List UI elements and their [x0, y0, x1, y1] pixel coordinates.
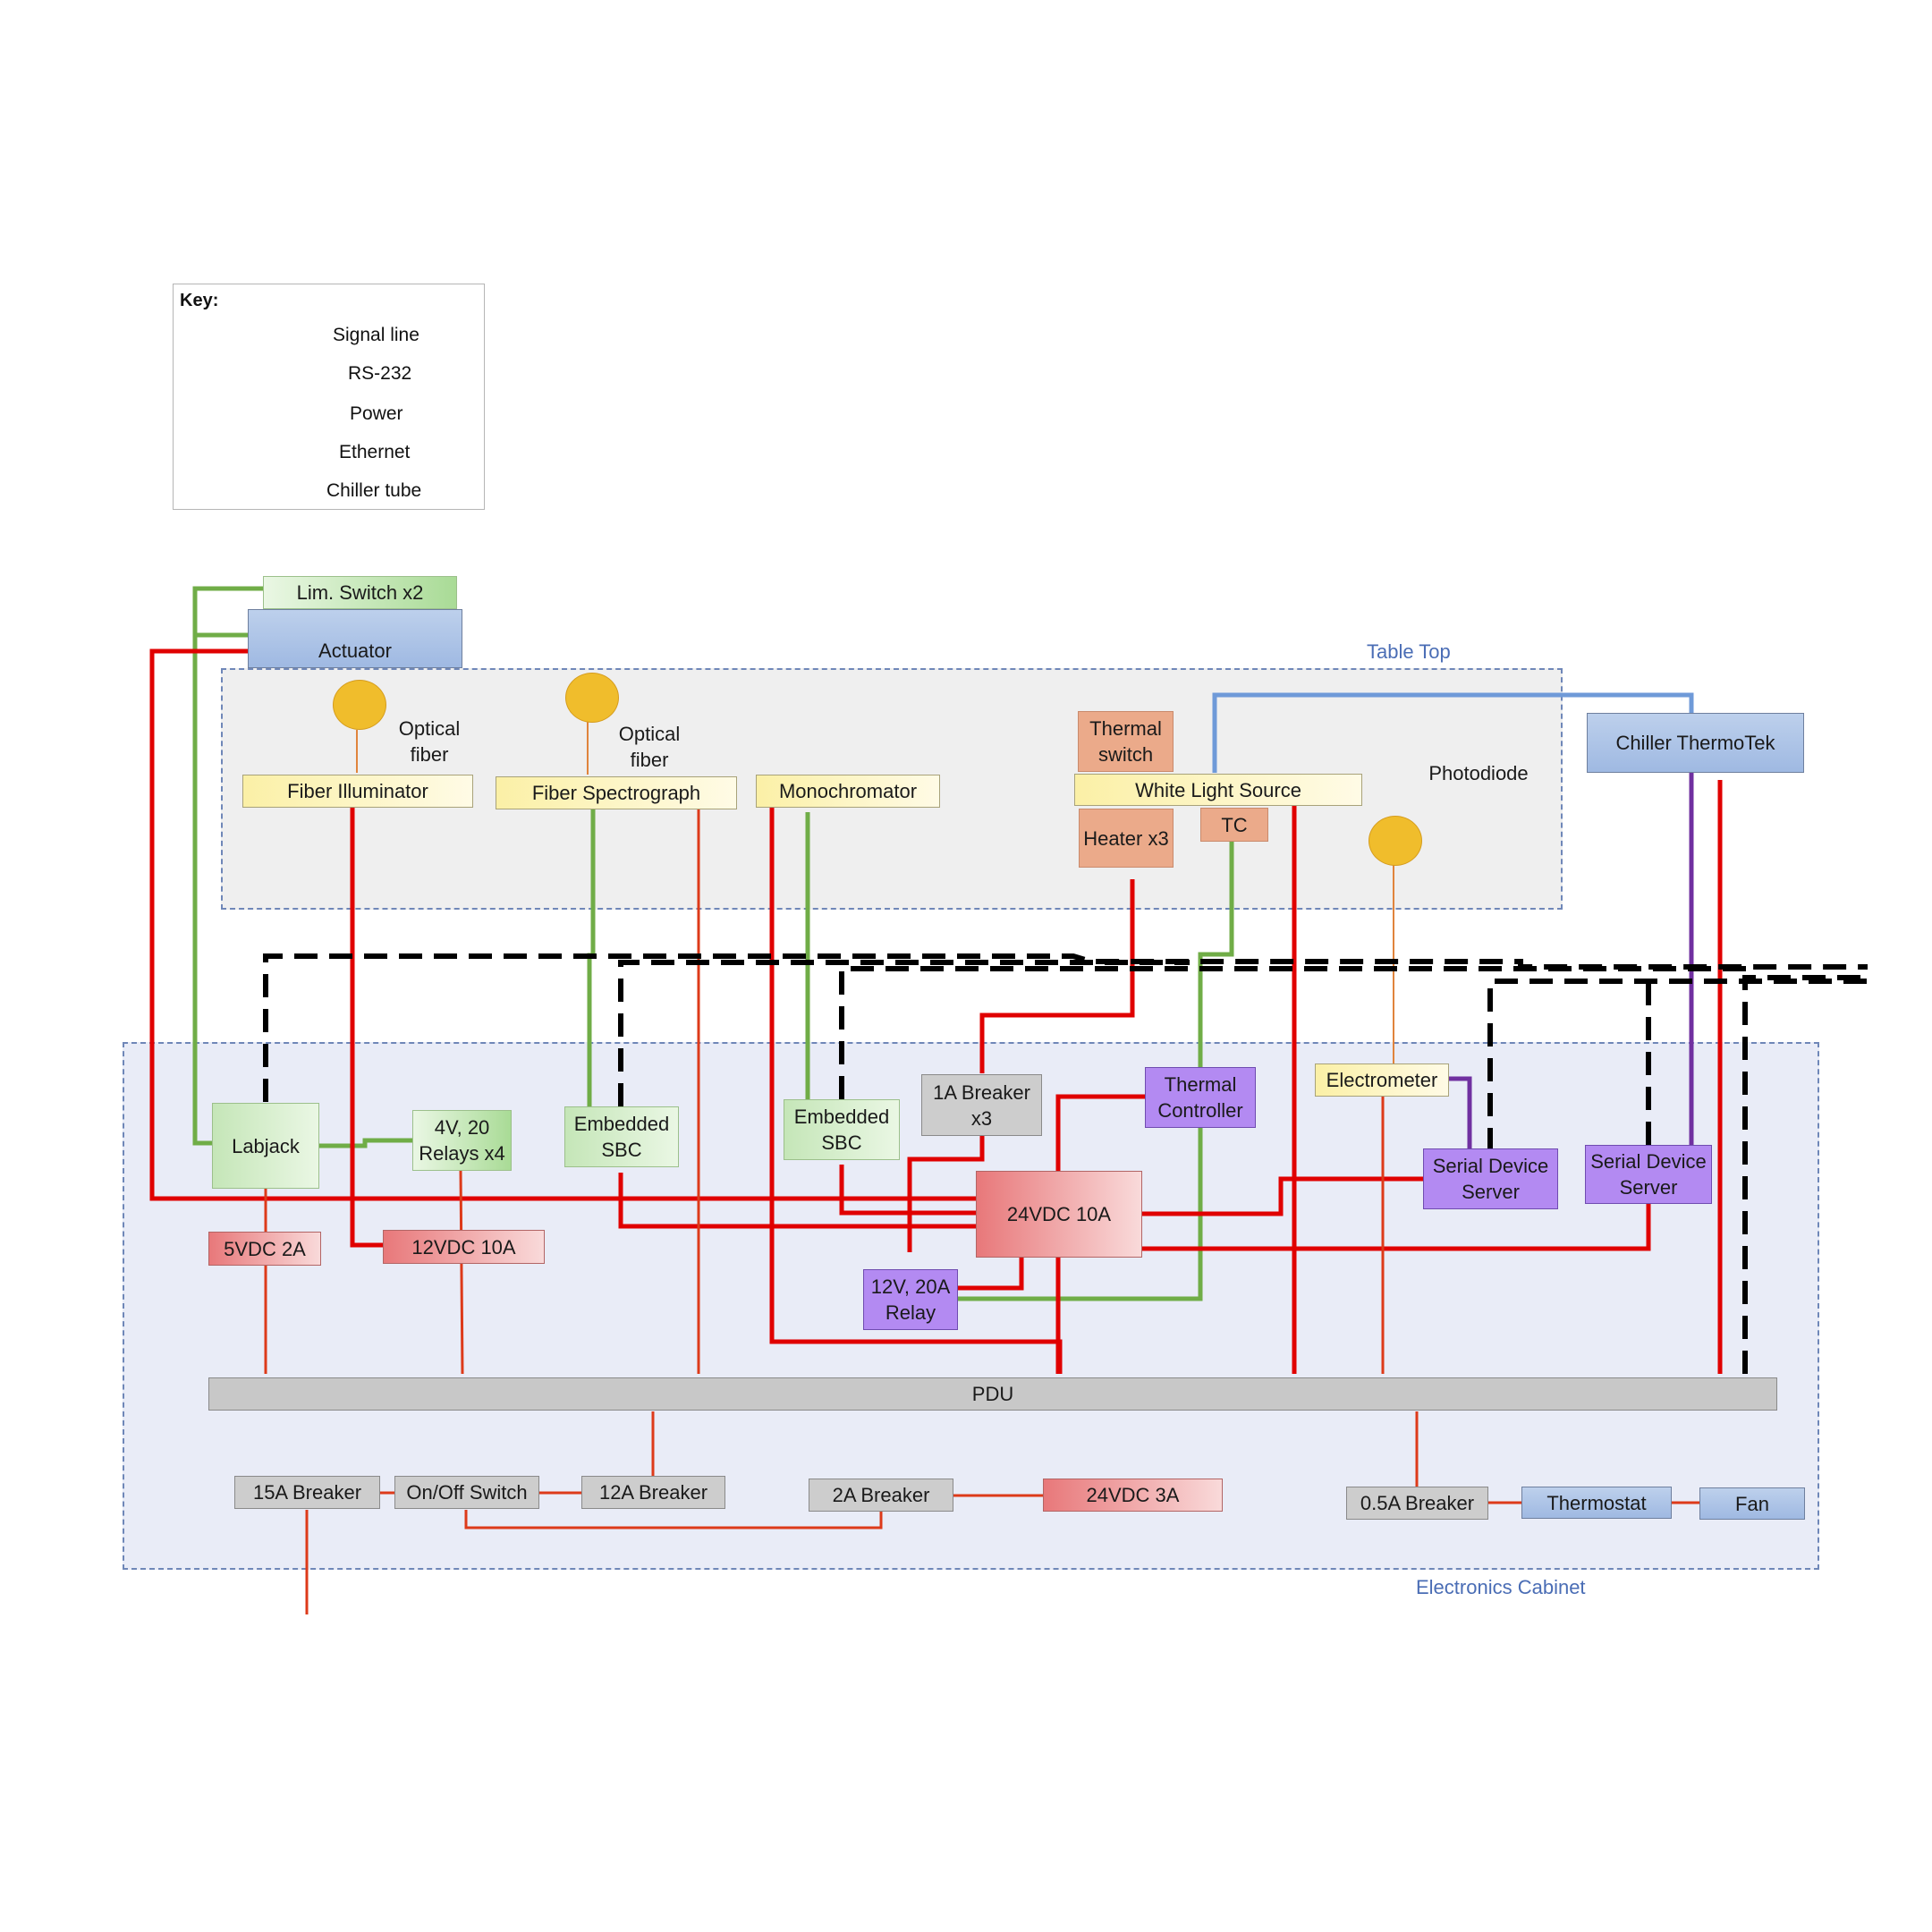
electrometer-box: Electrometer: [1315, 1063, 1449, 1097]
signal-line-limswitch: [192, 586, 263, 1146]
signal-line-tc-controller: [957, 839, 1234, 1301]
power-line-supply-relay: [957, 1255, 1024, 1291]
supply-5vdc-2a-box: 5VDC 2A: [208, 1232, 321, 1266]
chiller-tube-line: [1212, 692, 1694, 773]
heater-box: Heater x3: [1079, 809, 1174, 868]
key-label-rs232: RS-232: [348, 363, 412, 384]
ethernet-line-main: [263, 953, 1868, 1102]
ethernet-line-sbc1: [618, 960, 1190, 1106]
pdu-bar: PDU: [208, 1377, 1777, 1411]
power-line-heater: [979, 879, 1135, 1073]
power-line-illuminator: [350, 805, 383, 1248]
fiber-spectrograph-box: Fiber Spectrograph: [496, 776, 737, 809]
optical-fiber-icon-2: [565, 673, 619, 723]
breaker-2a-box: 2A Breaker: [809, 1479, 953, 1512]
rs232-line-electrometer: [1447, 1076, 1472, 1151]
fan-box: Fan: [1699, 1487, 1805, 1520]
monochromator-box: Monochromator: [756, 775, 940, 808]
actuator-box: Actuator: [248, 609, 462, 668]
optical-fiber-label-1: Optical fiber: [398, 717, 461, 766]
ethernet-line-sbc2: [839, 966, 1753, 1099]
power-line-sbc1: [618, 1173, 976, 1229]
key-label-chiller: Chiller tube: [326, 480, 422, 501]
relays-4v-box: 4V, 20 Relays x4: [412, 1110, 512, 1171]
breaker-1a-box: 1A Breaker x3: [921, 1074, 1042, 1136]
power-line-sds2: [1141, 1202, 1651, 1251]
power-line-sds1: [1141, 1176, 1423, 1216]
ethernet-line-sds1: [1487, 979, 1868, 1151]
key-legend: [173, 284, 485, 510]
supply-24vdc-10a-box: 24VDC 10A: [976, 1171, 1142, 1258]
white-light-source-box: White Light Source: [1074, 774, 1362, 806]
tc-box: TC: [1200, 808, 1268, 842]
electronics-cabinet-label: Electronics Cabinet: [1416, 1576, 1586, 1598]
photodiode-label: Photodiode: [1428, 762, 1529, 784]
power-line-relays-12vdc: [459, 1170, 464, 1375]
table-top-label: Table Top: [1367, 640, 1451, 663]
key-label-signal: Signal line: [333, 325, 419, 345]
signal-line-labjack-relays: [317, 1138, 412, 1148]
serial-device-server-box-1: Serial Device Server: [1423, 1148, 1558, 1209]
labjack-box: Labjack: [212, 1103, 319, 1189]
photodiode-icon: [1368, 816, 1422, 866]
ethernet-line-pdu: [1742, 975, 1868, 1374]
supply-24vdc-3a-box: 24VDC 3A: [1043, 1479, 1223, 1512]
chiller-box: Chiller ThermoTek: [1587, 713, 1804, 773]
key-label-ethernet: Ethernet: [339, 442, 411, 462]
breaker-15a-box: 15A Breaker: [234, 1476, 380, 1509]
optical-fiber-label-2: Optical fiber: [618, 723, 681, 771]
power-line-switch-2a: [464, 1510, 883, 1530]
breaker-05a-box: 0.5A Breaker: [1346, 1487, 1488, 1520]
power-line-actuator: [149, 648, 976, 1201]
power-line-thermal-controller: [1055, 1094, 1145, 1172]
supply-12vdc-10a-box: 12VDC 10A: [383, 1230, 545, 1264]
embedded-sbc-box-1: Embedded SBC: [564, 1106, 679, 1167]
power-line-sbc2: [839, 1165, 976, 1216]
key-label-power: Power: [350, 403, 403, 424]
embedded-sbc-box-2: Embedded SBC: [784, 1099, 900, 1160]
serial-device-server-box-2: Serial Device Server: [1585, 1145, 1712, 1204]
fiber-illuminator-box: Fiber Illuminator: [242, 775, 473, 808]
thermostat-box: Thermostat: [1521, 1487, 1672, 1519]
relay-12v-20a-box: 12V, 20A Relay: [863, 1269, 958, 1330]
optical-fiber-icon-1: [333, 680, 386, 730]
on-off-switch-box[interactable]: On/Off Switch: [394, 1476, 539, 1509]
lim-switch-box: Lim. Switch x2: [263, 576, 457, 609]
thermal-controller-box: Thermal Controller: [1145, 1067, 1256, 1128]
key-title: Key:: [180, 291, 219, 310]
thermal-switch-box: Thermal switch: [1078, 711, 1174, 772]
power-line-breaker-relay: [907, 1134, 985, 1252]
breaker-12a-box: 12A Breaker: [581, 1476, 725, 1509]
